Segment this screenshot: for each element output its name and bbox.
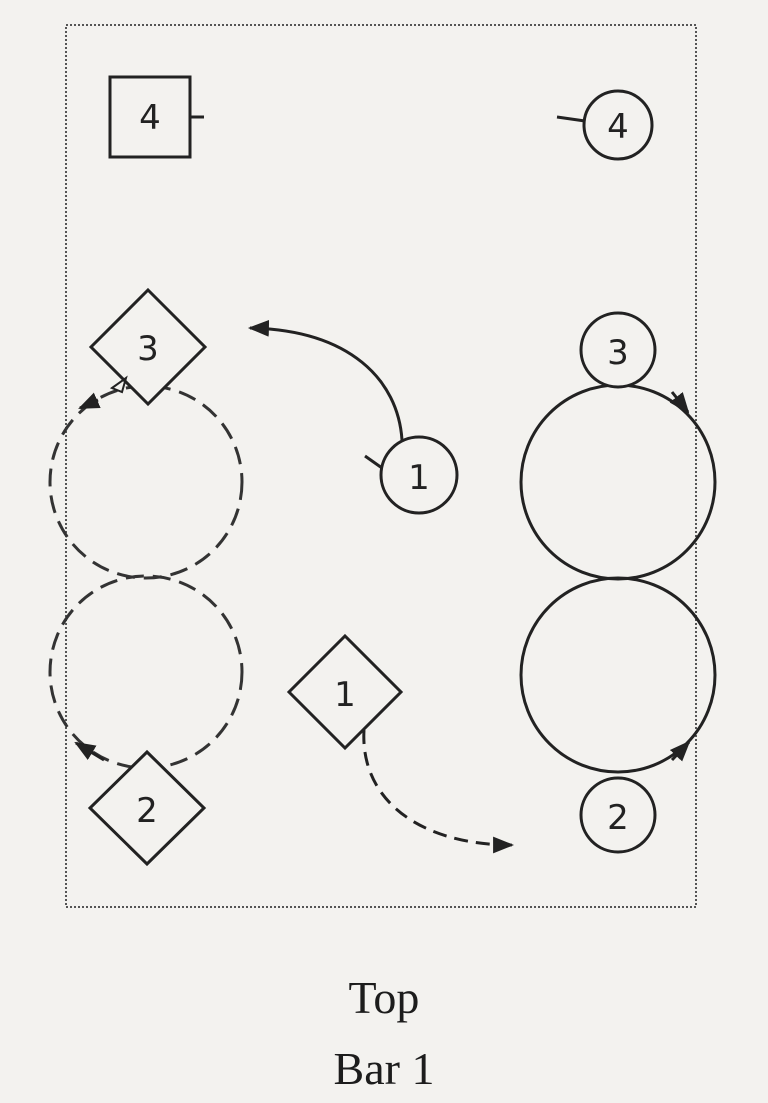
woman-2-diamond: 2	[87, 749, 207, 867]
right-upper-loop	[519, 383, 717, 581]
man-4-label: 4	[607, 107, 629, 147]
right-upper-arrow	[669, 391, 690, 414]
man-1-circle: 1	[364, 435, 459, 515]
woman-4-square: 4	[108, 75, 204, 159]
right-lower-arrow	[669, 740, 691, 762]
right-lower-loop	[519, 576, 717, 774]
woman-1-diamond: 1	[286, 633, 404, 751]
man-1-path	[247, 319, 404, 441]
caption-bar-number: Bar 1	[333, 1043, 435, 1094]
caption-title: Top	[348, 972, 420, 1023]
left-upper-loop	[48, 384, 244, 580]
man-3-label: 3	[607, 333, 629, 373]
man-3-circle: 3	[579, 311, 657, 389]
left-lower-arrow	[74, 741, 105, 762]
left-upper-arrow	[78, 392, 101, 410]
man-4-circle: 4	[556, 89, 654, 161]
woman-2-label: 2	[136, 791, 158, 831]
woman-1-label: 1	[334, 675, 356, 715]
man-2-circle: 2	[579, 776, 657, 854]
woman-1-path	[362, 729, 515, 854]
left-loops	[48, 384, 244, 770]
woman-3-diamond: 3	[88, 287, 208, 407]
man-2-label: 2	[607, 798, 629, 838]
man-1-label: 1	[408, 458, 430, 498]
left-lower-loop	[48, 574, 244, 770]
woman-3-label: 3	[137, 329, 159, 369]
woman-4-label: 4	[139, 98, 161, 138]
right-loops	[519, 383, 717, 774]
